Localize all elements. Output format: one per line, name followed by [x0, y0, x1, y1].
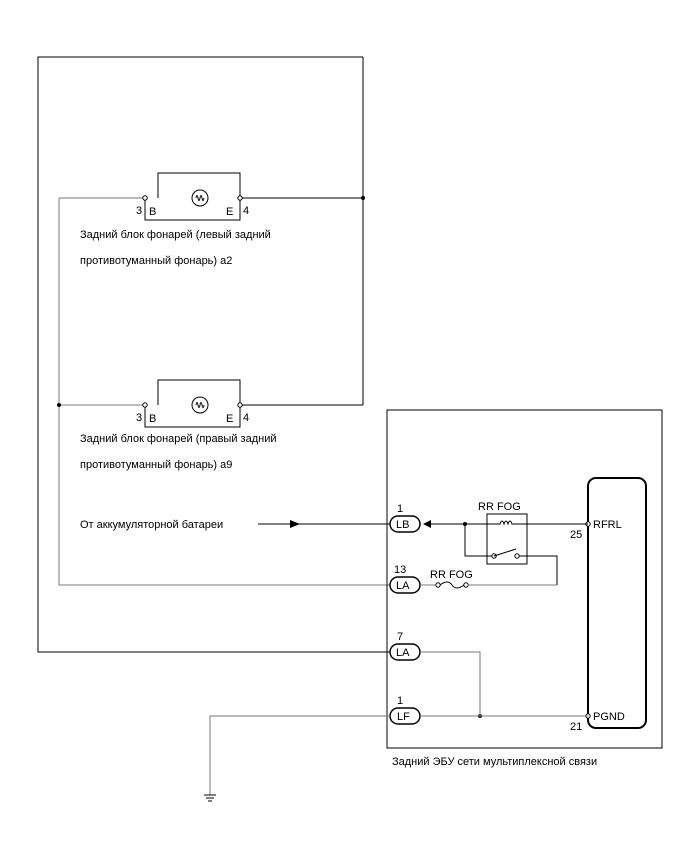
lamp-right-pin-b: 3	[136, 412, 142, 424]
junction-dot	[361, 196, 365, 200]
wire-outer-frame	[37, 56, 390, 653]
lamp-right-term-b: B	[149, 413, 156, 425]
wire-ground	[209, 715, 390, 795]
ecu-box	[386, 409, 663, 749]
svg-text:LA: LA	[396, 580, 410, 592]
connector-lb-pin: 1	[397, 503, 403, 515]
connector-la-13: LA 13	[389, 564, 421, 594]
lamp-left-term-b: B	[149, 206, 156, 218]
svg-text:LA: LA	[396, 647, 410, 659]
connector-lf: LF 1	[389, 695, 421, 725]
lamp-right-pin-e: 4	[243, 412, 249, 424]
connector-lf-pin: 1	[397, 695, 403, 707]
relay-switch	[493, 548, 517, 557]
ecu-pin-rfrl-name: RFRL	[593, 519, 622, 531]
ecu-caption: Задний ЭБУ сети мультиплексной связи	[392, 756, 597, 768]
connector-la-13-pin: 13	[394, 564, 406, 576]
svg-text:LB: LB	[396, 519, 409, 531]
fuse-label: RR FOG	[430, 569, 473, 581]
junction-dot	[57, 403, 61, 407]
lamp-left-caption-2: противотуманный фонарь) a2	[80, 255, 232, 267]
lamp-left-pin-e: 4	[243, 205, 249, 217]
relay-coil-icon	[493, 520, 521, 526]
wire-relay-contact-out	[519, 555, 558, 585]
ground-icon	[204, 794, 216, 802]
relay-label: RR FOG	[478, 501, 521, 513]
ecu-pin-pgnd-num: 21	[570, 721, 582, 733]
connector-lb: LB 1	[389, 503, 421, 533]
ecu-pin-rfrl-num: 25	[570, 529, 582, 541]
lamp-left-caption-1: Задний блок фонарей (левый задний	[80, 229, 271, 241]
lamp-left-pin-b: 3	[136, 205, 142, 217]
ecu-module	[587, 477, 647, 729]
wire-relay-contact-in	[464, 524, 492, 557]
lamp-right-term-e: E	[226, 413, 233, 425]
ecu-pin-pgnd-name: PGND	[593, 711, 625, 723]
arrow-icon	[290, 520, 300, 528]
svg-text:LF: LF	[397, 711, 410, 723]
wire-la7-down	[420, 651, 481, 716]
arrow-icon	[423, 520, 431, 528]
lamp-right-caption-1: Задний блок фонарей (правый задний	[80, 433, 276, 445]
lamp-right: 3 4 B E	[136, 379, 249, 428]
lamp-right-caption-2: противотуманный фонарь) a9	[80, 459, 232, 471]
battery-label: От аккумуляторной батареи	[80, 519, 223, 531]
lamp-left: 3 4 B E	[136, 172, 249, 221]
fuse-icon	[439, 581, 465, 589]
connector-la-7: LA 7	[389, 631, 421, 661]
wire-left-vertical	[58, 198, 390, 586]
lamp-left-term-e: E	[226, 206, 233, 218]
connector-la-7-pin: 7	[397, 631, 403, 643]
